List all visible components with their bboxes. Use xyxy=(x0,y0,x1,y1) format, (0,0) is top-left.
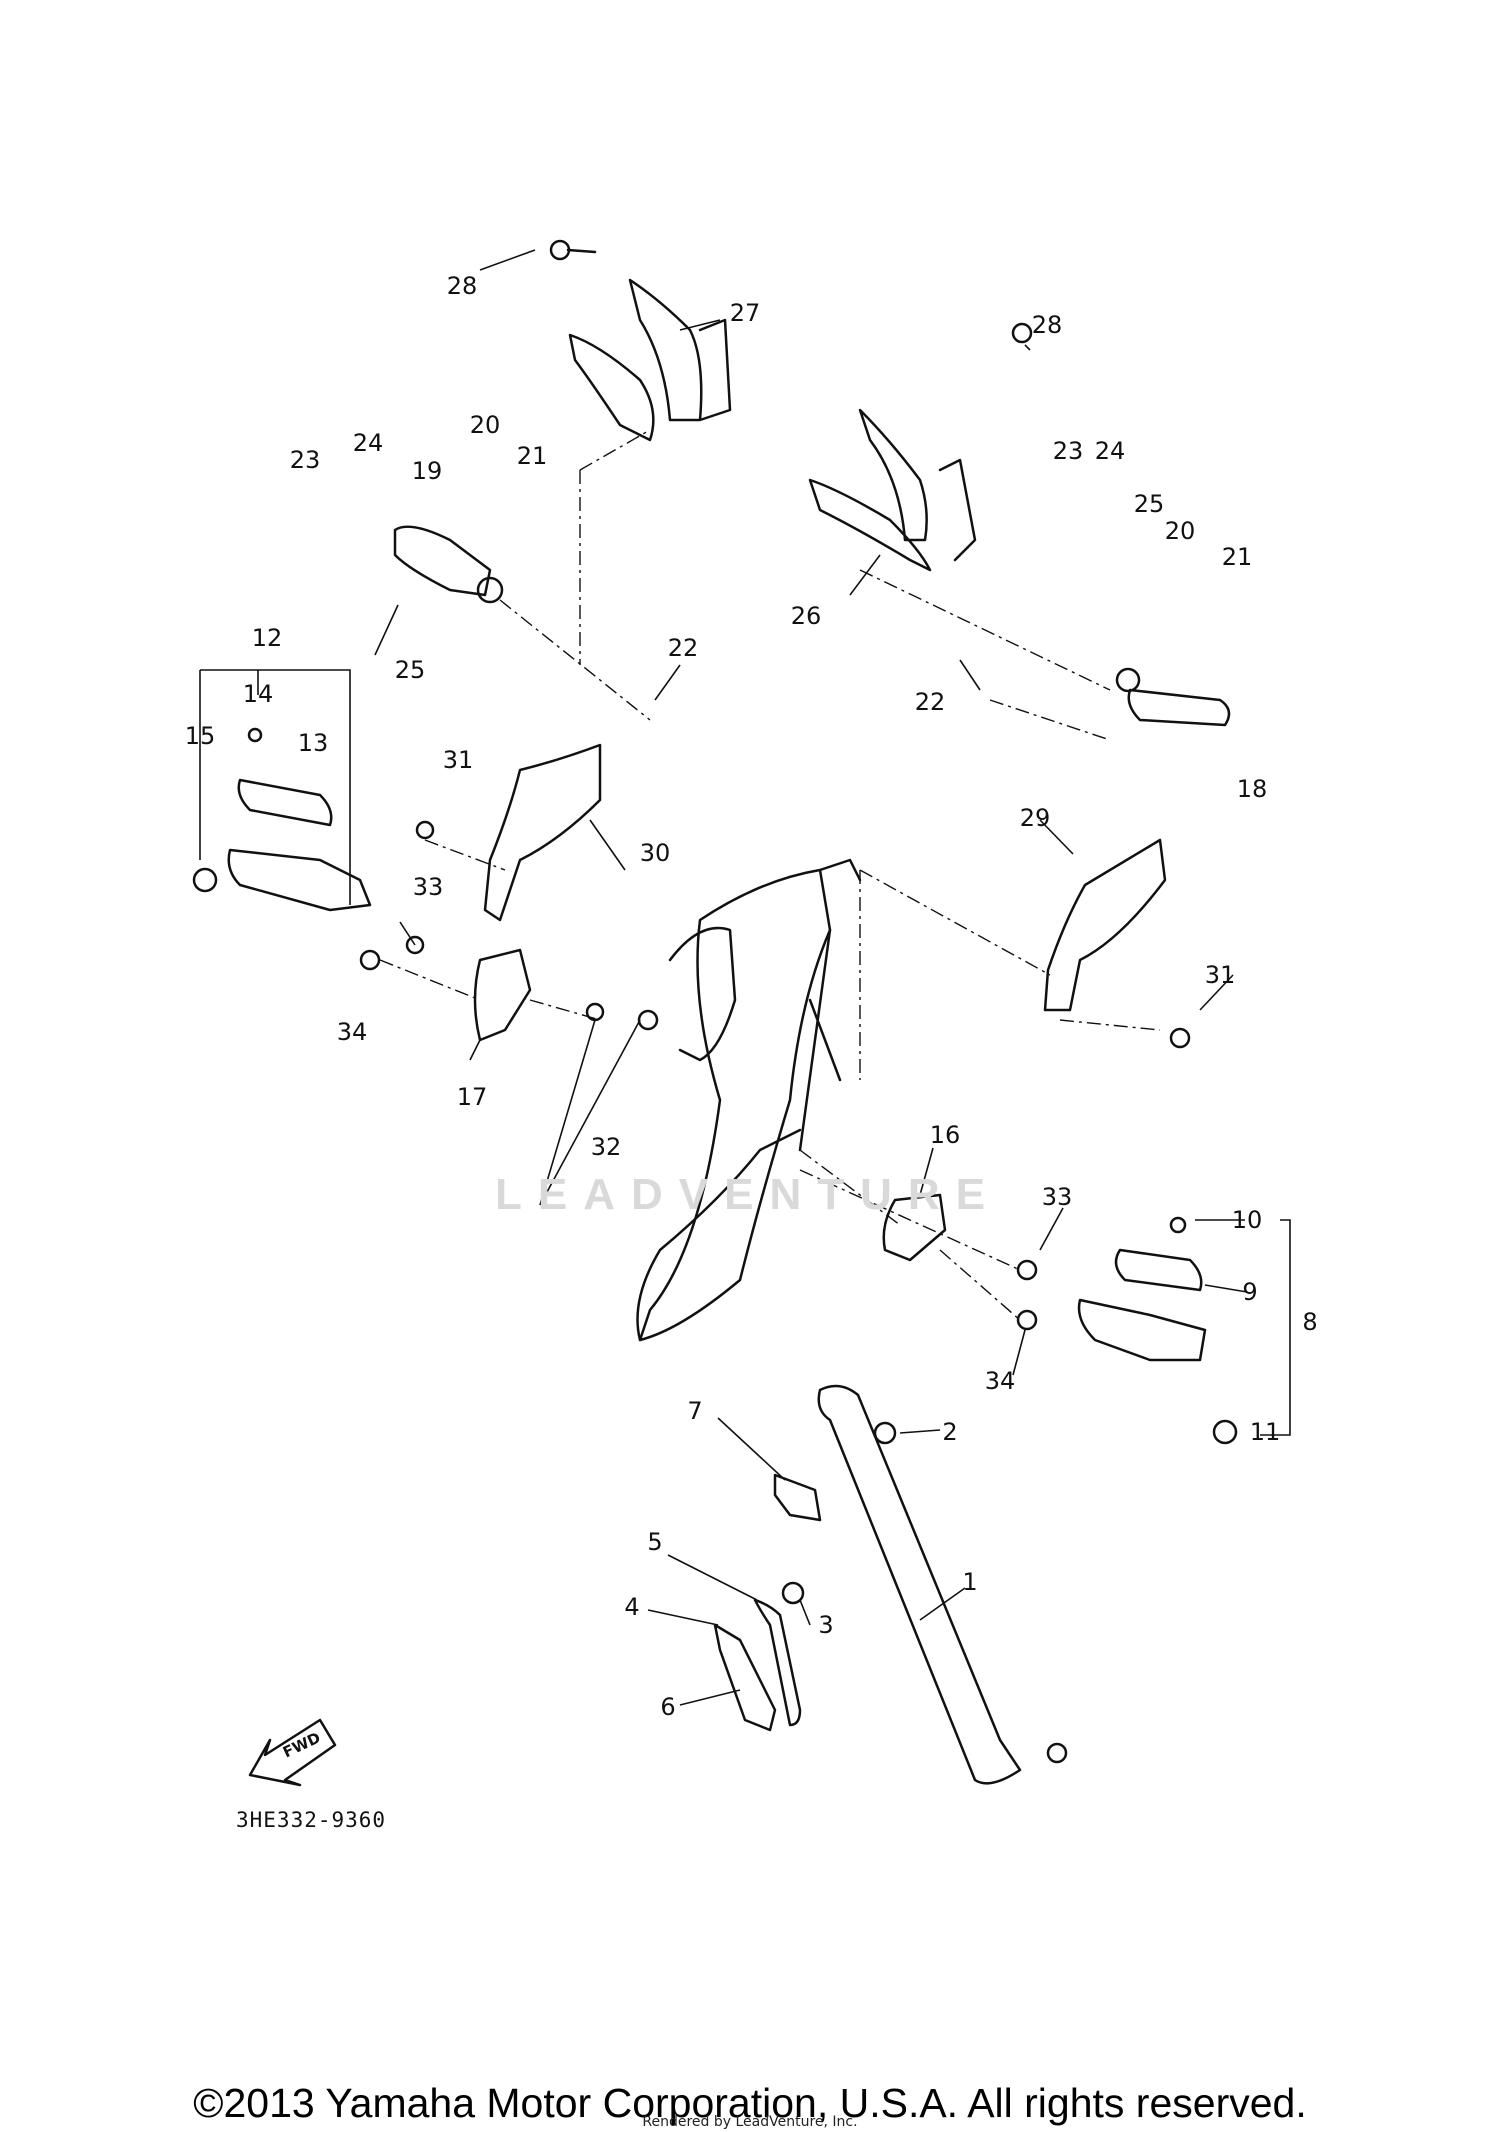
callout-6: 6 xyxy=(660,1693,676,1721)
rubber-9 xyxy=(1114,1248,1203,1292)
callout-34b: 34 xyxy=(984,1367,1016,1395)
bolt-31-right xyxy=(1169,1027,1191,1049)
callout-14: 14 xyxy=(242,680,274,708)
sidestand-1 xyxy=(817,1384,1022,1785)
callout-20b: 20 xyxy=(1164,517,1196,545)
bolt-10 xyxy=(1169,1216,1187,1234)
frame-lower xyxy=(636,1128,802,1342)
callout-31b: 31 xyxy=(1204,961,1236,989)
callout-10: 10 xyxy=(1231,1206,1263,1234)
rendered-by-note: Rendered by LeadVenture, Inc. xyxy=(642,2114,858,2130)
frame-right-edge xyxy=(798,858,862,1152)
pivot-15 xyxy=(192,867,218,893)
frame-outline-inner xyxy=(668,926,737,1062)
callout-22: 22 xyxy=(667,634,699,662)
spring-5 xyxy=(753,1598,802,1727)
callout-23: 23 xyxy=(289,446,321,474)
part-code-label: 3HE332-9360 xyxy=(236,1808,387,1832)
callout-32: 32 xyxy=(590,1133,622,1161)
bracket-17 xyxy=(473,948,532,1042)
callout-29: 29 xyxy=(1019,804,1051,832)
footpeg-12 xyxy=(227,848,372,912)
bolt-31-left xyxy=(415,820,435,840)
bolt-32-b xyxy=(637,1009,659,1031)
bolt-34-right xyxy=(1016,1309,1038,1331)
stand-foot xyxy=(1046,1742,1068,1764)
callout-28: 28 xyxy=(446,272,478,300)
callout-28b: 28 xyxy=(1031,311,1063,339)
callout-1: 1 xyxy=(962,1568,978,1596)
callout-31: 31 xyxy=(442,746,474,774)
bolt-28-right xyxy=(1011,322,1033,344)
callout-24: 24 xyxy=(352,429,384,457)
callout-33: 33 xyxy=(412,873,444,901)
callout-4: 4 xyxy=(624,1593,640,1621)
callout-7: 7 xyxy=(687,1397,703,1425)
callout-13: 13 xyxy=(297,729,329,757)
heelguard-29 xyxy=(1043,838,1167,1012)
callout-26: 26 xyxy=(790,602,822,630)
bracket-16 xyxy=(882,1193,947,1262)
callout-9: 9 xyxy=(1242,1278,1258,1306)
callout-11: 11 xyxy=(1249,1418,1281,1446)
callout-30: 30 xyxy=(639,839,671,867)
spring-6 xyxy=(713,1623,777,1732)
bolt-34-left xyxy=(359,949,381,971)
bracket-26 xyxy=(808,408,977,572)
washer-33-right xyxy=(1016,1259,1038,1281)
callout-18: 18 xyxy=(1236,775,1268,803)
fwd-arrow xyxy=(248,1718,337,1787)
bolt-14 xyxy=(247,727,263,743)
watermark: LEADVENTURE xyxy=(495,1170,1002,1219)
callout-19: 19 xyxy=(411,457,443,485)
bolt-28-left xyxy=(549,239,571,261)
rubber-13 xyxy=(237,778,333,827)
callout-15: 15 xyxy=(184,722,216,750)
callout-21: 21 xyxy=(516,442,548,470)
callout-25: 25 xyxy=(394,656,426,684)
washer-33-left xyxy=(405,935,425,955)
footpeg-8 xyxy=(1077,1298,1207,1362)
callout-34: 34 xyxy=(336,1018,368,1046)
nut-3 xyxy=(781,1581,805,1605)
callout-33b: 33 xyxy=(1041,1183,1073,1211)
callout-17: 17 xyxy=(456,1083,488,1111)
callout-22b: 22 xyxy=(914,688,946,716)
callout-12: 12 xyxy=(251,624,283,652)
callout-3: 3 xyxy=(818,1611,834,1639)
callout-21b: 21 xyxy=(1221,543,1253,571)
callout-16: 16 xyxy=(929,1121,961,1149)
callout-5: 5 xyxy=(647,1528,663,1556)
footpeg-18 xyxy=(1127,688,1231,727)
clevis-18 xyxy=(1115,667,1141,693)
bolt-2 xyxy=(873,1421,897,1445)
bolt-28-left-shank xyxy=(566,248,597,254)
footpeg-19 xyxy=(393,525,492,597)
callout-24b: 24 xyxy=(1094,437,1126,465)
bracket-27 xyxy=(568,278,732,442)
callout-8: 8 xyxy=(1302,1308,1318,1336)
callout-23b: 23 xyxy=(1052,437,1084,465)
callout-20: 20 xyxy=(469,411,501,439)
callout-25b: 25 xyxy=(1133,490,1165,518)
callout-2: 2 xyxy=(942,1418,958,1446)
clevis-19 xyxy=(476,576,504,604)
heelguard-30 xyxy=(483,743,602,922)
frame-outline xyxy=(638,868,832,1342)
copyright-notice: ©2013 Yamaha Motor Corporation, U.S.A. A… xyxy=(193,2080,1307,2126)
pivot-11 xyxy=(1212,1419,1238,1445)
bracket-7 xyxy=(773,1473,822,1522)
callout-27: 27 xyxy=(729,299,761,327)
